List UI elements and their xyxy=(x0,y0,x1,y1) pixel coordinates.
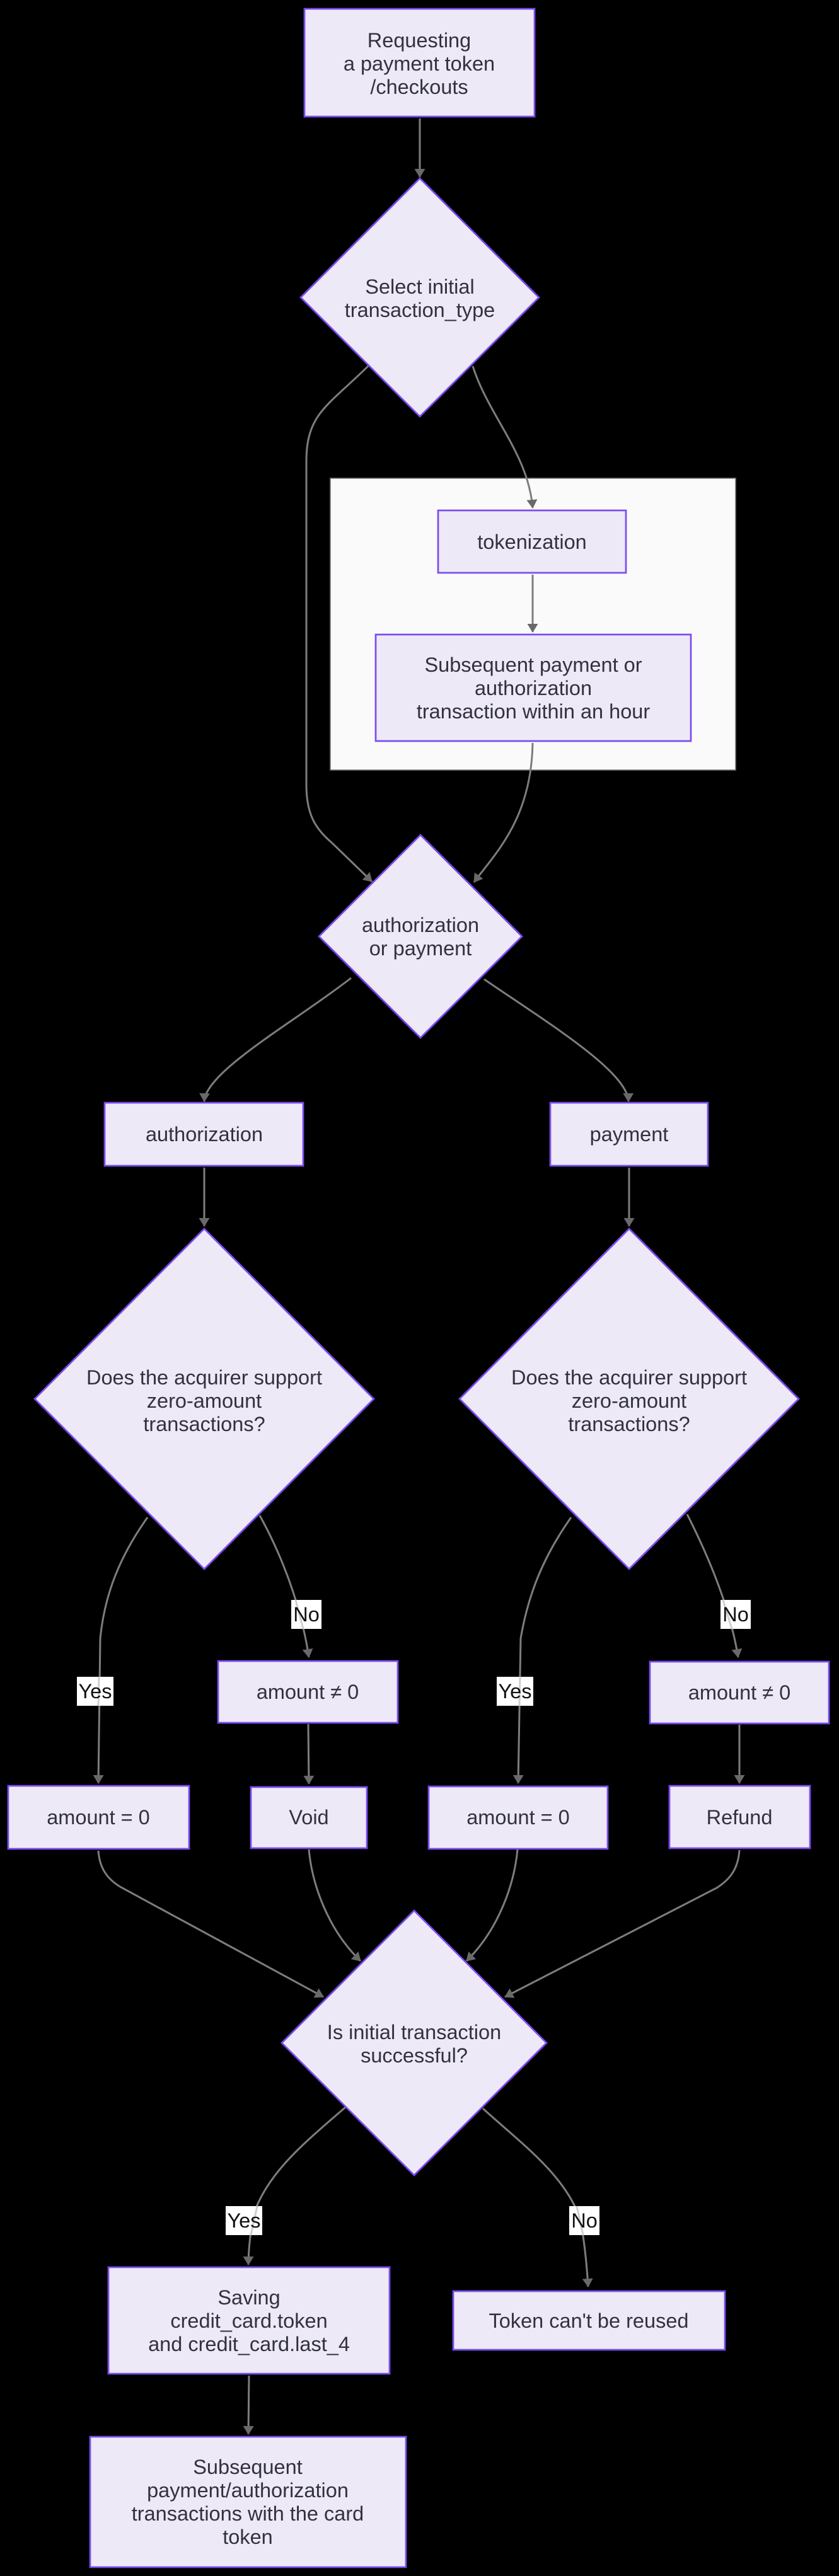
svg-text:No: No xyxy=(571,2209,598,2232)
svg-text:authorization: authorization xyxy=(146,1123,263,1146)
svg-text:transactions?: transactions? xyxy=(568,1413,690,1435)
svg-text:a payment token: a payment token xyxy=(344,52,495,75)
svg-text:and credit_card.last_4: and credit_card.last_4 xyxy=(148,2333,350,2355)
svg-text:Refund: Refund xyxy=(707,1806,773,1829)
svg-text:No: No xyxy=(722,1603,749,1626)
svg-text:transaction within an hour: transaction within an hour xyxy=(417,700,651,723)
svg-text:Yes: Yes xyxy=(78,1680,112,1703)
svg-text:tokenization: tokenization xyxy=(477,531,586,553)
svg-text:Does the acquirer support: Does the acquirer support xyxy=(511,1366,747,1389)
svg-text:Subsequent payment or: Subsequent payment or xyxy=(424,653,642,676)
svg-text:transactions?: transactions? xyxy=(143,1413,265,1435)
svg-text:amount = 0: amount = 0 xyxy=(466,1806,570,1829)
svg-text:amount ≠ 0: amount ≠ 0 xyxy=(688,1681,790,1704)
svg-text:zero-amount: zero-amount xyxy=(147,1389,262,1412)
svg-text:Saving: Saving xyxy=(217,2286,280,2309)
svg-text:Void: Void xyxy=(289,1806,328,1829)
svg-text:transaction_type: transaction_type xyxy=(345,299,495,321)
svg-text:Token can't be reused: Token can't be reused xyxy=(489,2309,689,2332)
svg-text:payment/authorization: payment/authorization xyxy=(147,2479,349,2502)
svg-text:authorization: authorization xyxy=(362,914,479,936)
svg-text:amount = 0: amount = 0 xyxy=(47,1806,150,1829)
svg-text:Requesting: Requesting xyxy=(367,29,471,52)
svg-text:Subsequent: Subsequent xyxy=(193,2456,302,2478)
svg-text:Yes: Yes xyxy=(227,2209,260,2232)
svg-text:token: token xyxy=(223,2526,273,2548)
svg-text:or payment: or payment xyxy=(369,937,472,960)
svg-text:amount ≠ 0: amount ≠ 0 xyxy=(257,1681,359,1703)
svg-text:Is initial transaction: Is initial transaction xyxy=(327,2021,501,2044)
svg-text:successful?: successful? xyxy=(361,2044,468,2067)
svg-text:No: No xyxy=(293,1603,320,1626)
svg-text:credit_card.token: credit_card.token xyxy=(170,2309,327,2332)
svg-text:/checkouts: /checkouts xyxy=(370,76,468,98)
svg-text:zero-amount: zero-amount xyxy=(572,1389,686,1412)
svg-text:Does the acquirer support: Does the acquirer support xyxy=(86,1366,322,1389)
svg-text:Select initial: Select initial xyxy=(365,275,474,298)
svg-text:authorization: authorization xyxy=(475,677,592,699)
svg-text:payment: payment xyxy=(590,1123,669,1146)
svg-text:Yes: Yes xyxy=(498,1680,531,1703)
svg-text:transactions with the card: transactions with the card xyxy=(132,2502,364,2525)
